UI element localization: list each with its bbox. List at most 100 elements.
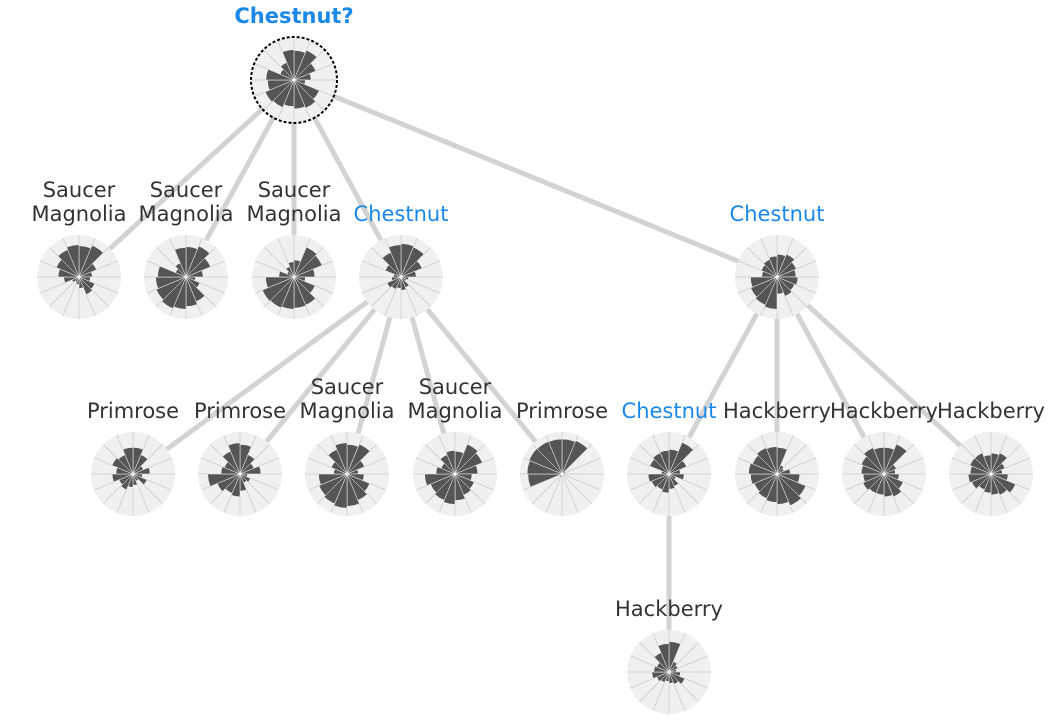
glyph-petal (659, 450, 670, 475)
glyph-petal (776, 253, 795, 278)
tree-node[interactable]: Hackberry (615, 597, 723, 714)
tree-node[interactable]: Primrose (516, 399, 608, 516)
tree-node[interactable]: Hackberry (937, 399, 1045, 516)
glyph-petal (668, 664, 679, 673)
node-label: Primrose (194, 399, 286, 423)
node-label: Chestnut (730, 202, 825, 226)
node-label: Saucer (258, 178, 331, 202)
glyph-petal (668, 671, 674, 684)
glyph-grid-line (561, 473, 592, 504)
glyph-petal (334, 442, 348, 475)
glyph-petal (293, 73, 312, 81)
node-label: Magnolia (138, 202, 233, 226)
tree-node[interactable]: Chestnut (354, 202, 449, 319)
glyph-petal (400, 243, 415, 278)
tree-edge (130, 274, 404, 477)
glyph-petal (454, 443, 479, 475)
glyph-petal (78, 276, 93, 295)
glyph-petal (536, 441, 563, 475)
glyph-petal (990, 473, 1016, 494)
tree-edges (76, 77, 994, 675)
selection-ring (250, 36, 338, 124)
tree-node[interactable]: Chestnut (730, 202, 825, 319)
glyph-petal (883, 443, 908, 475)
glyph-petal (561, 440, 588, 475)
glyph-petal (318, 473, 348, 486)
glyph-petal (78, 245, 104, 278)
glyph-petal (967, 473, 992, 484)
glyph-petal (862, 473, 885, 491)
glyph-petal (155, 276, 187, 301)
tree-node[interactable]: Chestnut? (234, 4, 354, 124)
node-label: Saucer (43, 178, 116, 202)
tree-node[interactable]: Primrose (87, 399, 179, 516)
glyph-petal (333, 473, 348, 509)
glyph-petal (990, 473, 1000, 496)
glyph-petal (264, 79, 295, 103)
glyph-petal (454, 452, 483, 475)
glyph-petal (132, 454, 149, 475)
glyph-petal (400, 260, 423, 278)
glyph-petal (990, 462, 1006, 475)
glyph-petal (185, 270, 204, 278)
glyph-petal (293, 268, 316, 278)
glyph-petal (776, 261, 797, 278)
node-label: Chestnut (354, 202, 449, 226)
node-label: Saucer (150, 178, 223, 202)
glyph-petal (346, 443, 371, 475)
node-label: Hackberry (723, 399, 831, 423)
glyph-petal (111, 457, 134, 475)
glyph-petal (323, 473, 348, 505)
glyph-petal (400, 276, 407, 291)
glyph-petal (262, 276, 295, 302)
glyph-petal (66, 244, 80, 278)
glyph-petal (161, 276, 187, 309)
node-label: Hackberry (830, 399, 938, 423)
tree-node[interactable]: Hackberry (723, 399, 831, 516)
glyph-petal (668, 671, 686, 685)
glyph-petal (239, 454, 256, 475)
glyph-petal (756, 447, 778, 475)
glyph-petal (883, 473, 894, 498)
tree-nodes: Chestnut?SaucerMagnoliaSaucerMagnoliaSau… (31, 4, 1045, 714)
node-label: Hackberry (615, 597, 723, 621)
glyph-petal (528, 448, 563, 475)
node-label: Saucer (311, 375, 384, 399)
tree-node[interactable]: Hackberry (830, 399, 938, 516)
glyph-petal (391, 276, 402, 281)
tree-edge (237, 274, 404, 477)
tree-node[interactable]: Chestnut (622, 399, 717, 516)
node-label: Saucer (419, 375, 492, 399)
glyph-petal (293, 246, 318, 278)
glyph-petal (293, 255, 323, 278)
glyph-petal (120, 473, 134, 491)
glyph-petal (883, 473, 902, 498)
glyph-petal (293, 79, 316, 109)
glyph-petal (776, 473, 789, 505)
glyph-petal (265, 276, 295, 289)
glyph-petal (239, 473, 251, 483)
glyph-petal (974, 452, 992, 475)
glyph-petal (122, 447, 134, 475)
glyph-petal (668, 661, 678, 673)
glyph-petal (873, 447, 885, 475)
tree-edge (76, 77, 297, 280)
glyph-petal (755, 276, 778, 306)
glyph-petal (768, 255, 778, 278)
tree-node[interactable]: Primrose (194, 399, 286, 516)
glyph-petal (155, 276, 187, 289)
glyph-petal (883, 464, 897, 475)
glyph-petal (750, 276, 778, 288)
glyph-grid-line (532, 473, 563, 504)
glyph-petal (561, 470, 566, 475)
glyph-petal (282, 49, 295, 81)
node-label: Primrose (516, 399, 608, 423)
glyph-petal (863, 447, 885, 475)
glyph-petal (776, 276, 793, 297)
glyph-petal (434, 473, 456, 501)
